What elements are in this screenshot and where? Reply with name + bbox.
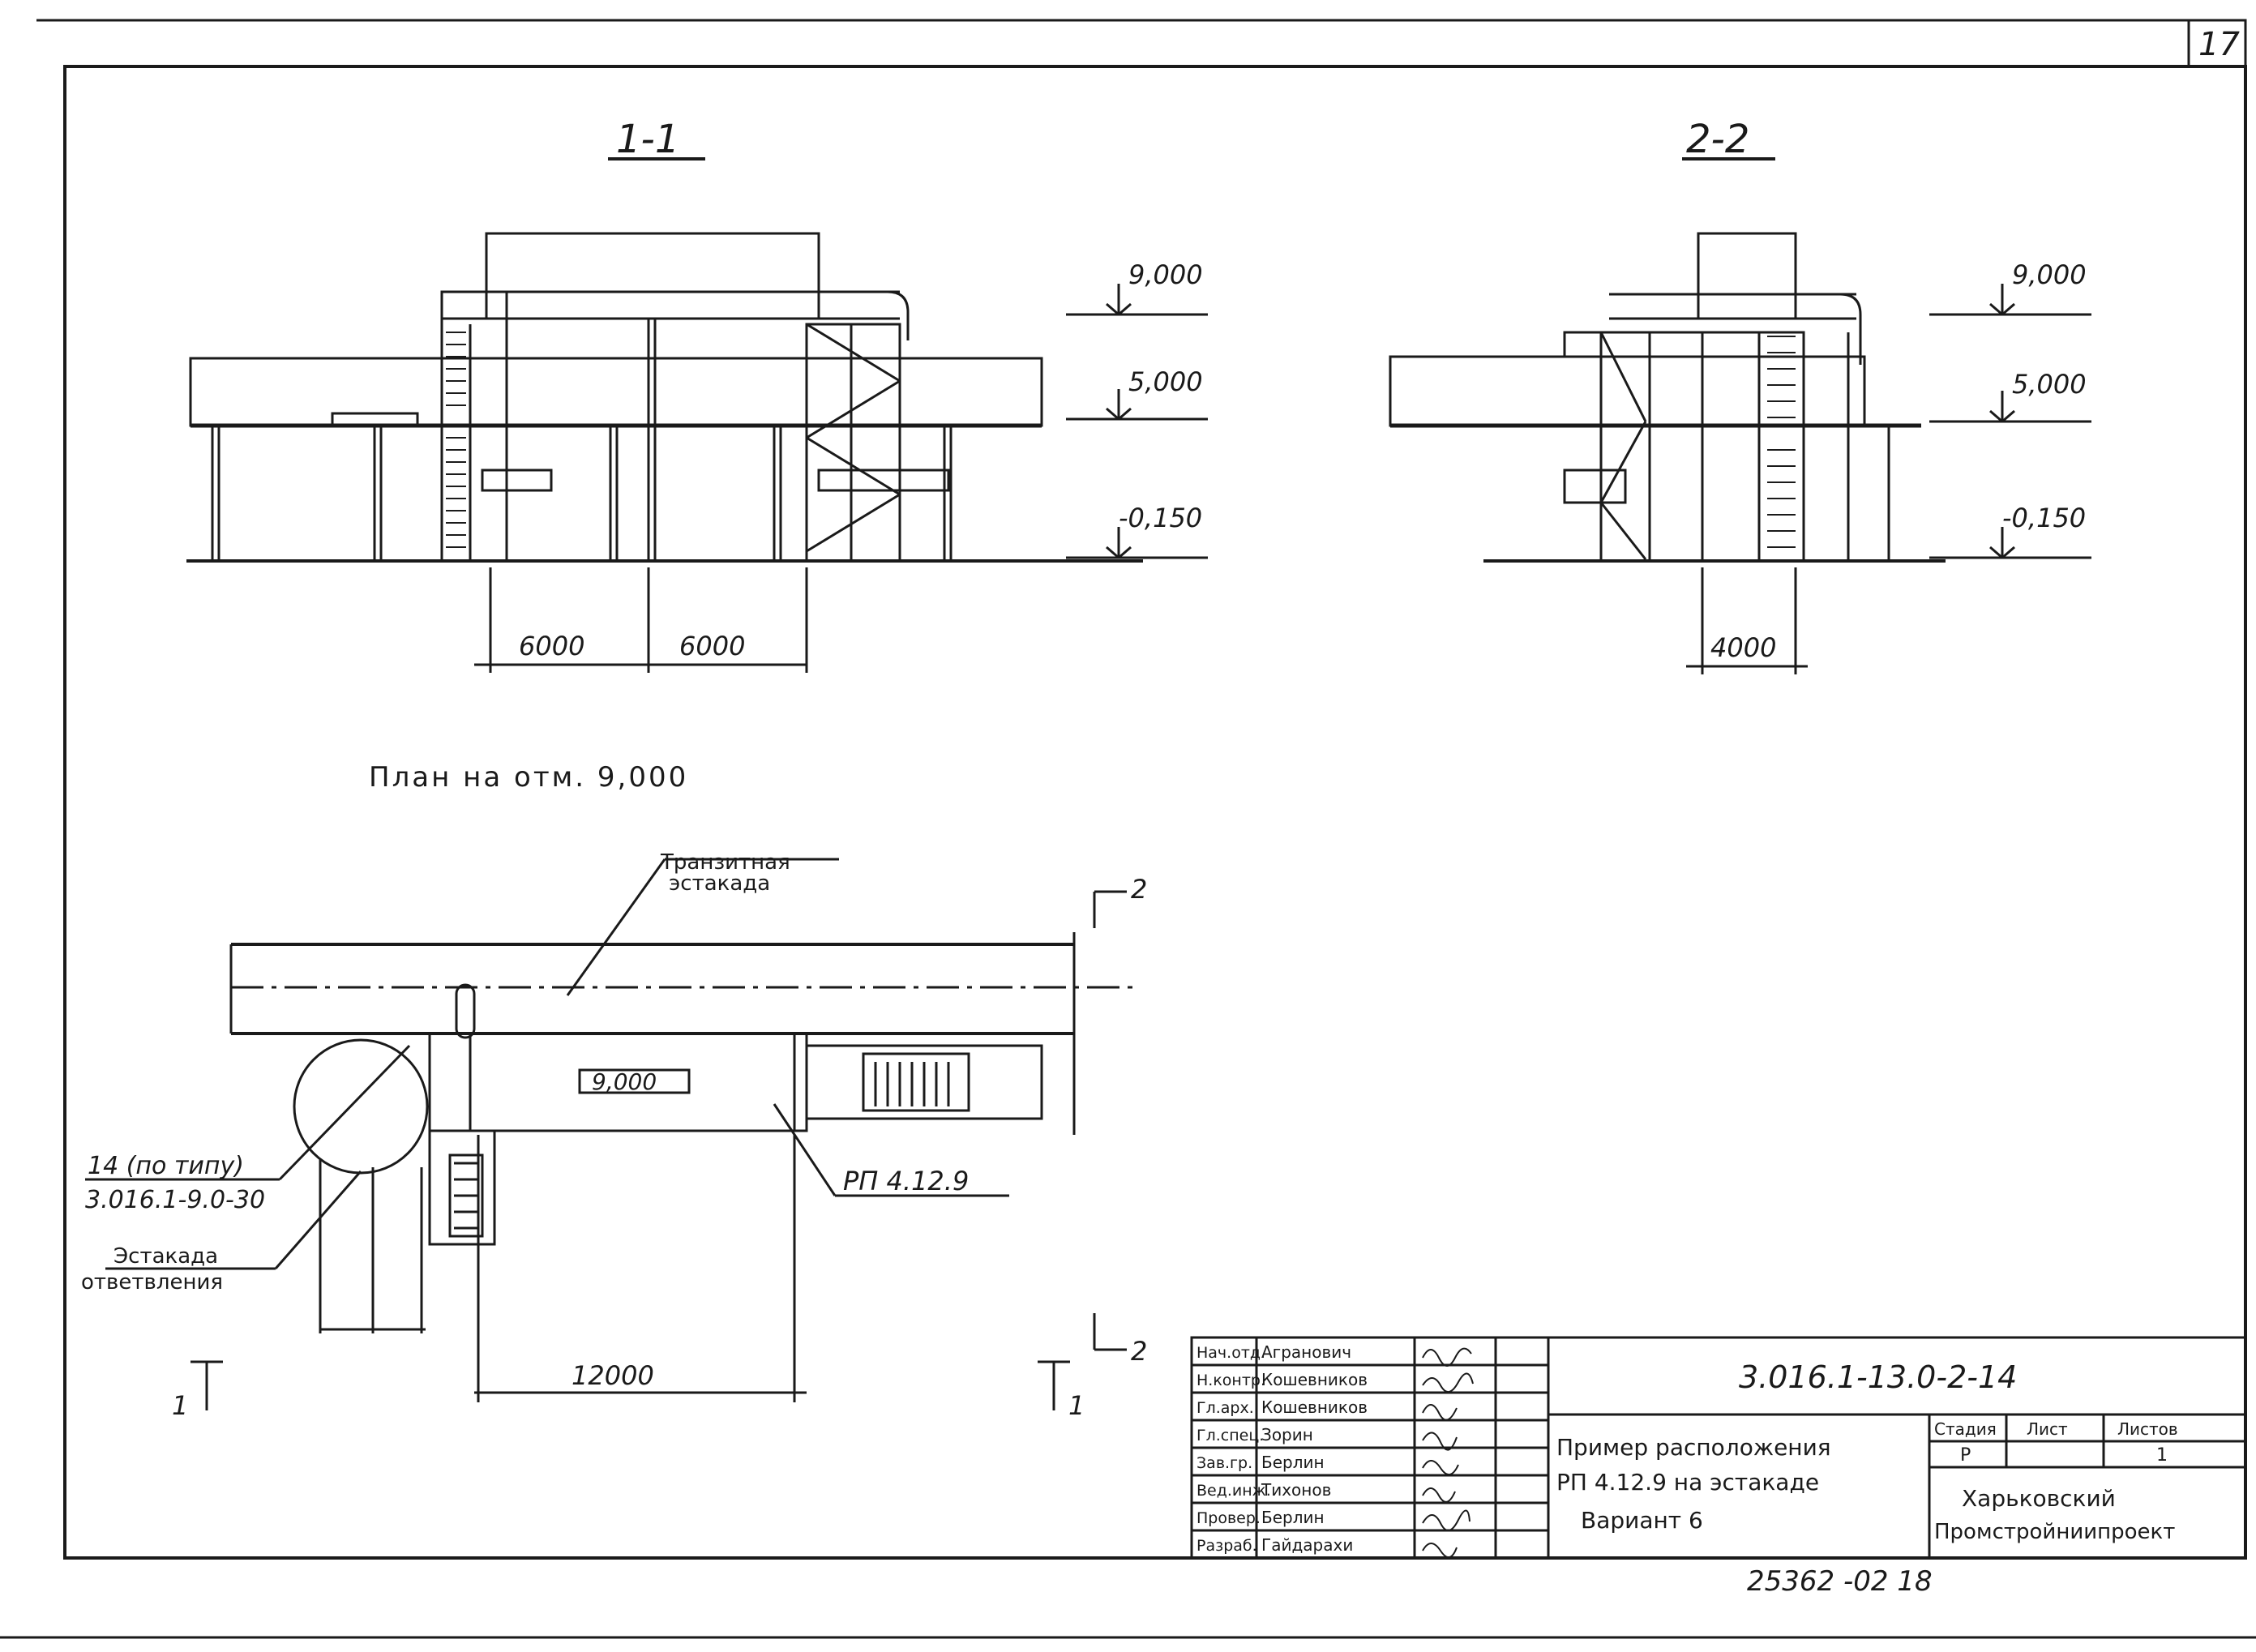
section-1-1: 1-1: [186, 117, 1208, 673]
section-2-level-2: 5,000: [2012, 369, 2087, 400]
role-3: Гл.арх.: [1196, 1399, 1254, 1417]
name-3: Кошевников: [1261, 1397, 1368, 1417]
section-2-dim: 4000: [1710, 632, 1776, 663]
org-line-1: Харьковский: [1962, 1485, 2116, 1512]
description-2: РП 4.12.9 на эстакаде: [1556, 1469, 1819, 1496]
section-1-level-2: 5,000: [1128, 366, 1203, 397]
signatures: [1422, 1347, 1474, 1558]
name-5: Берлин: [1261, 1453, 1325, 1472]
section-1-dim-2: 6000: [679, 631, 745, 661]
section-2-level-1: 9,000: [2012, 259, 2087, 290]
plan-cut-left: 1: [172, 1390, 188, 1421]
title-block: 3.016.1-13.0-2-14 Нач.отд. Н.контр. Гл.а…: [1190, 1336, 2247, 1560]
sheets-value: 1: [2156, 1445, 2168, 1466]
sheet-number: 17: [2198, 26, 2240, 63]
plan-cut-top: 2: [1131, 874, 1147, 905]
role-8: Разраб.: [1196, 1537, 1257, 1555]
section-1-level-3: -0,150: [1119, 503, 1202, 533]
org-line-2: Промстройниипроект: [1934, 1520, 2175, 1544]
name-7: Берлин: [1261, 1508, 1325, 1527]
section-2-level-3: -0,150: [2002, 503, 2086, 533]
plan-transit-label-1: Транзитная: [660, 850, 790, 875]
section-1-dim-1: 6000: [519, 631, 584, 661]
name-1: Агранович: [1261, 1342, 1351, 1362]
plan-transit-label-2: эстакада: [669, 871, 770, 896]
plan-view: План на отм. 9,000: [81, 761, 1147, 1421]
plan-cut-right: 1: [1068, 1390, 1085, 1421]
role-4: Гл.спец.: [1196, 1427, 1264, 1444]
plan-title: План на отм. 9,000: [369, 761, 688, 794]
role-5: Зав.гр.: [1196, 1454, 1252, 1472]
col-sheet-header: Лист: [2027, 1419, 2068, 1439]
role-6: Вед.инж.: [1196, 1482, 1271, 1500]
bottom-note: 25362 -02 18: [1747, 1565, 1933, 1598]
col-stage-header: Стадия: [1934, 1419, 1997, 1439]
plan-branch-label-2: ответвления: [81, 1270, 223, 1295]
plan-ref-label-1: 14 (по типу): [88, 1152, 244, 1180]
col-sheets-header: Листов: [2117, 1419, 2178, 1439]
description-1: Пример расположения: [1556, 1434, 1831, 1461]
name-8: Гайдарахи: [1261, 1535, 1353, 1555]
description-3: Вариант 6: [1581, 1507, 1703, 1534]
title-code: 3.016.1-13.0-2-14: [1739, 1359, 2017, 1395]
name-4: Зорин: [1261, 1425, 1313, 1444]
plan-cut-bottom: 2: [1131, 1336, 1147, 1367]
sheet-frame: [0, 19, 2256, 1639]
plan-level-mark: 9,000: [592, 1068, 657, 1095]
plan-rp-label: РП 4.12.9: [843, 1166, 969, 1196]
section-1-level-1: 9,000: [1128, 259, 1203, 290]
plan-ref-label-2: 3.016.1-9.0-30: [85, 1186, 265, 1214]
plan-dim-12000: 12000: [571, 1360, 654, 1391]
stage-value: Р: [1960, 1445, 1971, 1466]
section-1-title: 1-1: [616, 117, 679, 162]
role-1: Нач.отд.: [1196, 1344, 1265, 1362]
name-6: Тихонов: [1261, 1480, 1331, 1500]
name-2: Кошевников: [1261, 1370, 1368, 1389]
role-7: Провер.: [1196, 1509, 1261, 1527]
plan-branch-label-1: Эстакада: [113, 1244, 218, 1269]
role-2: Н.контр.: [1196, 1372, 1265, 1389]
section-2-2: 2-2: [1389, 117, 2091, 674]
section-2-title: 2-2: [1686, 117, 1749, 162]
